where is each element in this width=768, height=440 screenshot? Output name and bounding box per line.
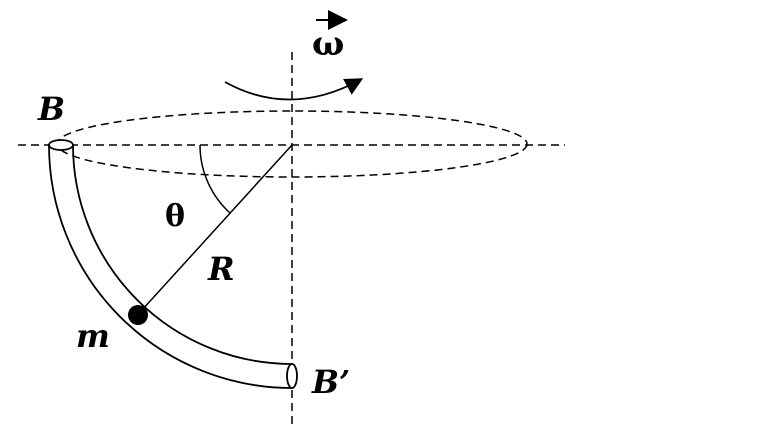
- omega-label: ω: [312, 24, 344, 64]
- theta-label: θ: [165, 199, 185, 234]
- radius-label: R: [207, 250, 235, 288]
- point-b-prime-label: B’: [311, 363, 350, 401]
- radius-line: [141, 144, 293, 311]
- tube-end-b-prime: [286, 363, 298, 389]
- angle-arc: [199, 144, 231, 214]
- curved-tube: [48, 139, 298, 389]
- point-b-label: B: [37, 90, 65, 128]
- mass-ball: [128, 305, 148, 325]
- tube-end-b: [48, 139, 74, 151]
- mass-label: m: [76, 317, 110, 355]
- rotation-direction-arrow: [224, 78, 364, 101]
